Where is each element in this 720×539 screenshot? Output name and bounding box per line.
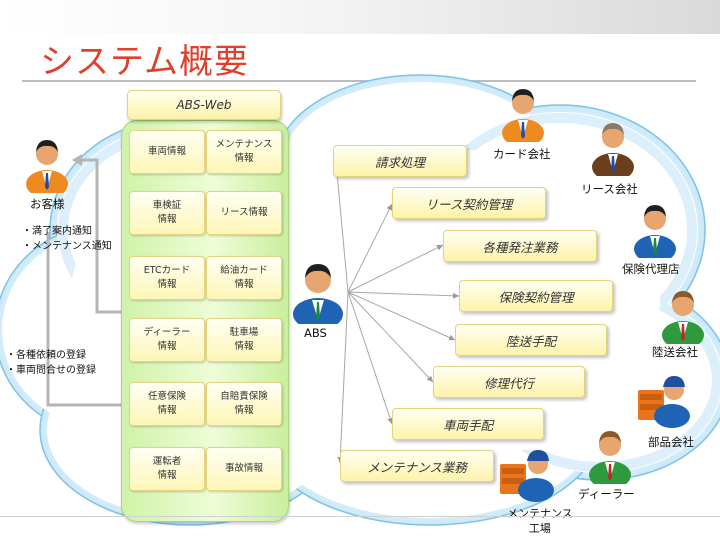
- card-company-label: カード会社: [493, 147, 551, 161]
- insurance-agency-person-icon: [634, 205, 676, 258]
- maintenance-factory-worker-icon: [500, 450, 554, 502]
- lease-company-person-icon: [592, 123, 634, 176]
- cell-vehicle-info: 車両情報: [129, 130, 205, 174]
- cell-lease-info: リース情報: [206, 191, 282, 235]
- process-maintenance: メンテナンス業務: [340, 450, 494, 482]
- insurance-agency-label: 保険代理店: [622, 262, 680, 276]
- cell-fuel-card-info: 給油カード 情報: [206, 256, 282, 300]
- customer-label: お客様: [30, 197, 65, 211]
- cell-dealer-info: ディーラー 情報: [129, 318, 205, 362]
- dealer-label: ディーラー: [578, 487, 635, 501]
- customer-notifications: ・満了案内通知 ・メンテナンス通知: [22, 226, 112, 252]
- slide-title: システム概要: [40, 42, 249, 82]
- cell-accident-info: 事故情報: [206, 447, 282, 491]
- cell-voluntary-insurance-info: 任意保険 情報: [129, 382, 205, 426]
- process-billing: 請求処理: [333, 145, 467, 177]
- customer-registrations: ・各種依頼の登録 ・車両問合せの登録: [6, 350, 96, 376]
- bottom-divider: [0, 516, 720, 517]
- card-company-person-icon: [502, 89, 544, 142]
- process-insurance-contract: 保険契約管理: [459, 280, 613, 312]
- abs-label: ABS: [304, 326, 327, 340]
- process-orders: 各種発注業務: [443, 230, 597, 262]
- transport-company-label: 陸送会社: [652, 345, 698, 359]
- process-transport: 陸送手配: [455, 324, 607, 356]
- parts-company-worker-icon: [638, 376, 690, 428]
- process-repair: 修理代行: [433, 366, 585, 398]
- process-lease-contract: リース契約管理: [392, 187, 546, 219]
- cell-driver-info: 運転者 情報: [129, 447, 205, 491]
- parts-company-label: 部品会社: [648, 435, 694, 449]
- abs-person-icon: [293, 264, 343, 324]
- transport-company-person-icon: [662, 291, 704, 344]
- cell-inspection-info: 車検証 情報: [129, 191, 205, 235]
- lease-company-label: リース会社: [581, 182, 638, 196]
- process-vehicle-arrangement: 車両手配: [392, 408, 544, 440]
- cell-parking-info: 駐車場 情報: [206, 318, 282, 362]
- top-gradient-bar: [0, 0, 720, 34]
- cell-compulsory-insurance-info: 自賠責保険 情報: [206, 382, 282, 426]
- cell-maintenance-info: メンテナンス 情報: [206, 130, 282, 174]
- abs-web-header: ABS-Web: [127, 90, 281, 120]
- cell-etc-card-info: ETCカード 情報: [129, 256, 205, 300]
- maintenance-factory-label: メンテナンス 工場: [507, 507, 573, 535]
- title-divider: [22, 80, 696, 82]
- customer-person-icon: [26, 140, 68, 193]
- dealer-person-icon: [589, 431, 631, 484]
